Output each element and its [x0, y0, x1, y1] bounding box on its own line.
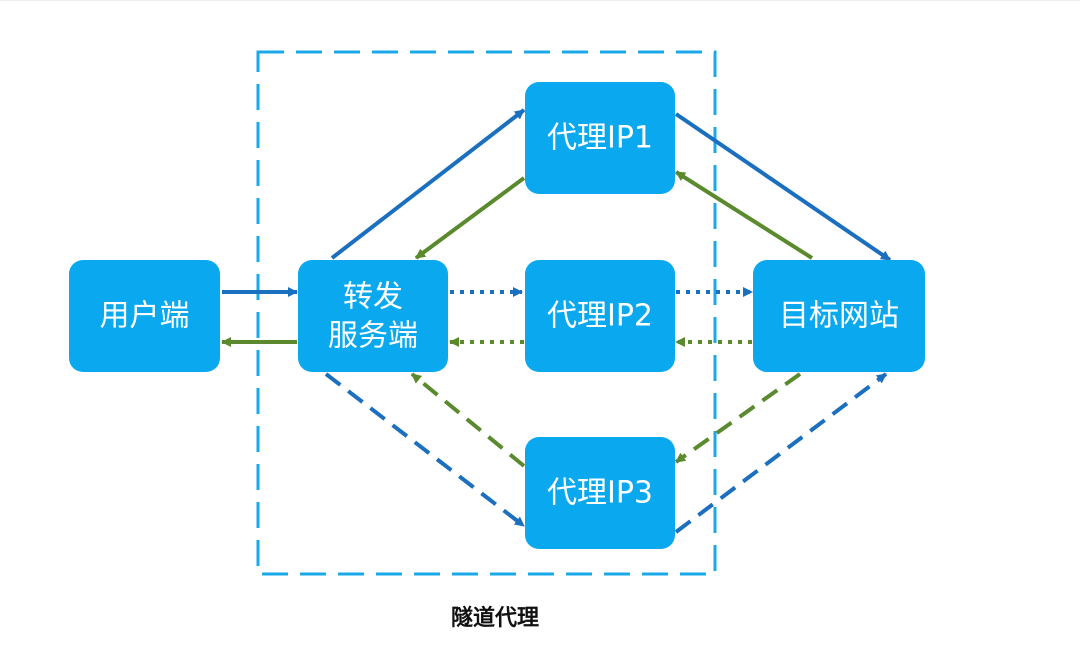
- node-proxy3-label: 代理IP3: [547, 476, 653, 511]
- arrow-forwarder-to-proxy1: [330, 108, 526, 260]
- node-forwarder-label-line1: 转发: [343, 280, 403, 315]
- diagram-caption: 隧道代理: [450, 606, 539, 631]
- node-forwarder-label-line2: 服务端: [328, 319, 418, 354]
- node-forwarder: 转发 服务端: [298, 260, 448, 372]
- node-proxy1: 代理IP1: [525, 82, 675, 194]
- node-client-label: 用户端: [100, 299, 190, 334]
- arrow-proxy1-to-target: [674, 112, 892, 262]
- arrow-proxy1-to-forwarder: [414, 176, 526, 260]
- arrow-target-to-proxy1: [674, 170, 814, 260]
- node-target: 目标网站: [753, 260, 925, 372]
- arrow-proxy3-to-forwarder: [410, 372, 526, 468]
- top-divider: [0, 0, 1080, 1]
- node-proxy2-label: 代理IP2: [547, 299, 653, 334]
- node-proxy3: 代理IP3: [525, 437, 675, 549]
- tunnel-boundary: [256, 50, 717, 576]
- node-client: 用户端: [69, 260, 220, 372]
- arrow-proxy3-to-target: [674, 372, 888, 534]
- arrow-forwarder-to-proxy3: [324, 372, 526, 528]
- node-proxy2: 代理IP2: [525, 260, 675, 372]
- arrow-target-to-proxy3: [674, 372, 802, 464]
- node-proxy1-label: 代理IP1: [547, 121, 653, 156]
- node-target-label: 目标网站: [779, 299, 899, 334]
